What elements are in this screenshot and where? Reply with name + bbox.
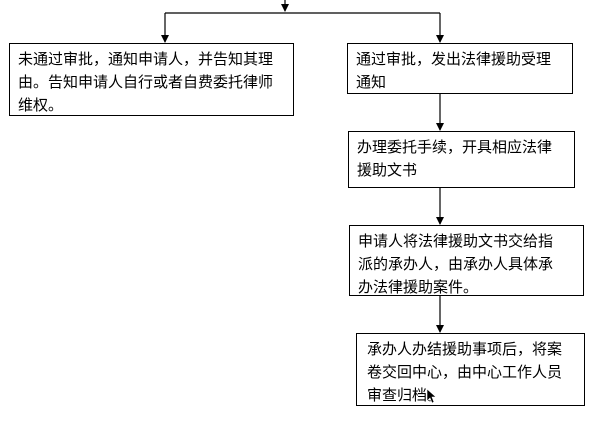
step-entrust-text: 办理委托手续，开具相应法律 援助文书 — [357, 138, 553, 179]
pointer-cursor-icon — [427, 389, 437, 403]
step-entrust-box: 办理委托手续，开具相应法律 援助文书 — [348, 131, 575, 188]
step-approved-text: 通过审批，发出法律援助受理 通知 — [356, 50, 552, 91]
step-rejected-box: 未通过审批，通知申请人，并告知其理 由。告知申请人自行或者自费委托律师 维权。 — [9, 43, 294, 116]
step-assign-box: 申请人将法律援助文书交给指 派的承办人，由承办人具体承 办法律援助案件。 — [349, 225, 584, 296]
step-archive-box: 承办人办结援助事项后，将案 卷交回中心，由中心工作人员 审查归档。 — [356, 333, 585, 406]
step-archive-text: 承办人办结援助事项后，将案 卷交回中心，由中心工作人员 审查归档。 — [367, 340, 563, 404]
step-assign-text: 申请人将法律援助文书交给指 派的承办人，由承办人具体承 办法律援助案件。 — [358, 232, 554, 296]
step-approved-box: 通过审批，发出法律援助受理 通知 — [347, 43, 573, 94]
step-rejected-text: 未通过审批，通知申请人，并告知其理 由。告知申请人自行或者自费委托律师 维权。 — [18, 50, 274, 114]
